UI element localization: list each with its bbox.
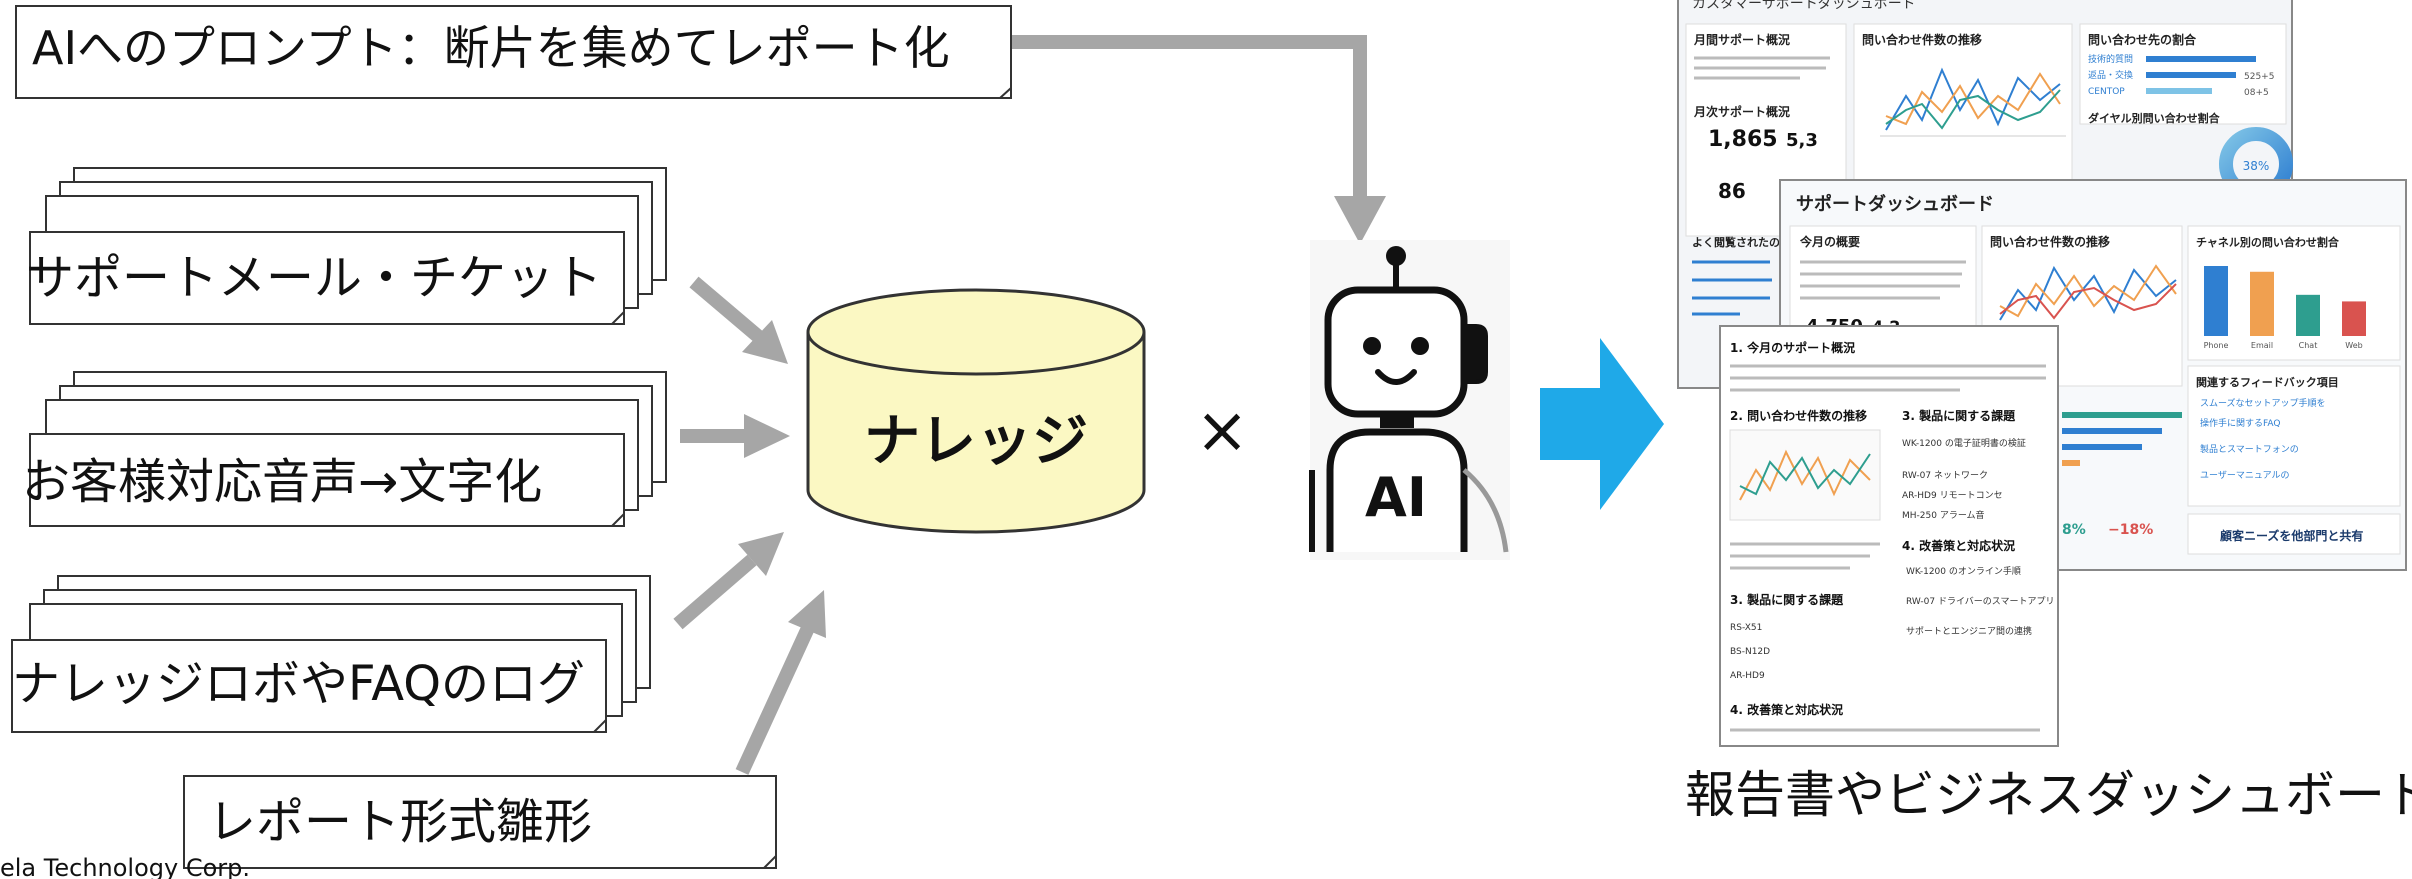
back-kpi-title: 月次サポート概況: [1693, 104, 1790, 119]
template-box: レポート形式雛形: [183, 775, 777, 869]
output-caption: 報告書やビジネスダッシュボード: [1685, 766, 2412, 824]
template-box-label: レポート形式雛形: [208, 794, 592, 850]
report-s4-title-left: 4. 改善策と対応状況: [1730, 702, 1843, 717]
front-pct1: 8%: [2062, 522, 2086, 538]
channel-bar-phone: [2204, 266, 2228, 336]
source-stack-3: ナレッジロボやFAQのログ: [11, 575, 651, 733]
report-s4-item-2: RW-07 ドライバーのスマートアプリ: [1906, 596, 2055, 607]
prompt-title-label: AIへのプロンプト：断片を集めてレポート化: [32, 21, 950, 75]
report-s3-title-right: 3. 製品に関する課題: [1902, 408, 2016, 423]
channel-bar-label-email: Email: [2251, 341, 2273, 350]
back-pie-title: ダイヤル別問い合わせ割合: [2088, 111, 2221, 125]
back-pie-value: 38%: [2243, 159, 2270, 173]
back-bar-value-3: 08+5: [2244, 88, 2269, 98]
report-left-item-3: AR-HD9: [1730, 671, 1765, 681]
channel-bar-chat: [2296, 294, 2320, 336]
back-bar-value-2: 525+5: [2244, 72, 2274, 82]
footer-text: ela Technology Corp.: [0, 854, 250, 879]
back-bar-label-3: CENTOP: [2088, 87, 2125, 97]
source-label-voice: お客様対応音声→文字化: [22, 454, 542, 510]
back-bar-label-2: 返品・交換: [2088, 69, 2133, 81]
knowledge-label: ナレッジ: [864, 409, 1088, 474]
report-s4-item-3: サポートとエンジニア間の連携: [1906, 625, 2032, 637]
source-stack-2: お客様対応音声→文字化: [22, 371, 667, 527]
channel-bar-label-chat: Chat: [2299, 341, 2318, 350]
prompt-title-frame: [15, 5, 1012, 99]
arrow-template-to-knowledge: [735, 590, 826, 775]
times-symbol: ×: [1195, 394, 1249, 468]
report-left-item-1: RS-X51: [1730, 623, 1762, 633]
report-s4-item-1: WK-1200 のオンライン手順: [1906, 565, 2021, 577]
back-kpi2: 5,3: [1786, 130, 1818, 151]
front-summary-title: 今月の概要: [1799, 234, 1860, 249]
arrow-ai-to-output: [1540, 338, 1664, 510]
report-right-item-3: AR-HD9 リモートコンセ: [1902, 490, 2003, 501]
front-pct2: −18%: [2108, 522, 2153, 538]
ai-robot-icon: AI: [1309, 240, 1510, 560]
report-left-item-2: BS-N12D: [1730, 647, 1770, 657]
front-feedback-4: ユーザーマニュアルの: [2200, 470, 2290, 481]
dashboard-back-title: カスタマーサポートダッシュボード: [1692, 0, 1916, 12]
knowledge-database: ナレッジ: [806, 288, 1146, 534]
channel-bar-email: [2250, 271, 2274, 336]
source-label-tickets: サポートメール・チケット: [26, 250, 602, 306]
report-s3-title: 3. 製品に関する課題: [1730, 592, 1844, 607]
channel-bar-chart: Phone Email Chat Web: [2204, 266, 2366, 350]
back-bar-label-1: 技術的質問: [2088, 53, 2133, 65]
back-kpi3: 86: [1718, 179, 1746, 203]
report-right-item-4: MH-250 アラーム音: [1902, 509, 1985, 521]
channel-bar-label-web: Web: [2345, 341, 2362, 350]
front-feedback-1: スムーズなセットアップ手順を: [2200, 397, 2326, 409]
back-panel1-title: 月間サポート概況: [1693, 32, 1790, 47]
front-feedback-2: 操作手に関するFAQ: [2200, 417, 2280, 429]
report-right-item-1: WK-1200 の電子証明書の検証: [1902, 437, 2026, 449]
dashboard-front-title: サポートダッシュボード: [1796, 193, 1994, 215]
arrow-tickets-to-knowledge: [689, 276, 788, 364]
front-share-label: 顧客ニーズを他部門と共有: [2220, 528, 2363, 543]
front-trend-title: 問い合わせ件数の推移: [1990, 234, 2110, 249]
report-right-item-2: RW-07 ネットワーク: [1902, 470, 1988, 481]
source-label-faq-log: ナレッジロボやFAQのログ: [12, 656, 585, 712]
channel-bar-label-phone: Phone: [2204, 341, 2229, 350]
arrow-faq-to-knowledge: [673, 532, 784, 630]
report-s4-title-right: 4. 改善策と対応状況: [1902, 538, 2015, 553]
arrow-voice-to-knowledge: [680, 414, 790, 458]
back-panel3-title: 問い合わせ先の割合: [2088, 32, 2197, 47]
report-s1-title: 1. 今月のサポート概況: [1730, 340, 1855, 355]
front-channel-title: チャネル別の問い合わせ割合: [2196, 235, 2340, 249]
back-panel2-title: 問い合わせ件数の推移: [1862, 32, 1982, 47]
back-kpi1: 1,865: [1708, 127, 1778, 152]
report-s2-title: 2. 問い合わせ件数の推移: [1730, 408, 1867, 423]
robot-label: AI: [1365, 466, 1427, 529]
arrow-prompt-to-ai: [1012, 35, 1386, 244]
source-stack-1: サポートメール・チケット: [26, 167, 667, 325]
back-faq-title: よく閲覧されたの日: [1692, 235, 1791, 249]
front-feedback-title: 関連するフィードバック項目: [2196, 375, 2339, 389]
report-document: 1. 今月のサポート概況 2. 問い合わせ件数の推移 3. 製品に関する課題 R…: [1719, 325, 2059, 747]
front-feedback-3: 製品とスマートフォンの: [2200, 443, 2299, 455]
channel-bar-web: [2342, 301, 2366, 336]
